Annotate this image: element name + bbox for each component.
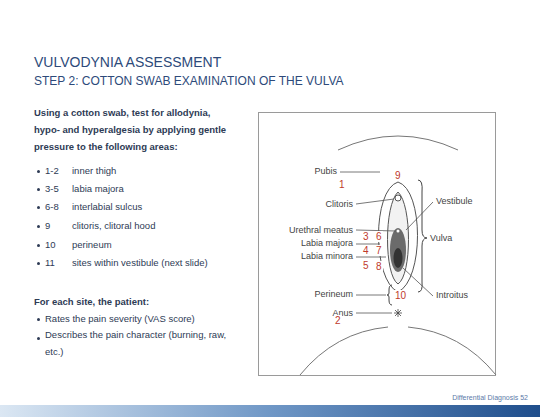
site-number: 3-5 xyxy=(45,183,59,195)
site-number: 9 xyxy=(45,220,50,232)
anatomy-label: Urethral meatus xyxy=(289,225,353,236)
callout-number: 10 xyxy=(394,290,407,301)
footer-bar xyxy=(0,405,540,417)
anatomy-label: Vulva xyxy=(430,233,452,244)
anatomy-label: Perineum xyxy=(314,289,353,300)
callout-number: 1 xyxy=(338,179,346,190)
bullet-dot xyxy=(37,337,40,340)
anatomy-label: Vestibule xyxy=(436,196,473,207)
footer-text: Differential Diagnosis 52 xyxy=(452,393,528,402)
callout-number: 4 xyxy=(362,245,370,256)
bullet-dot xyxy=(37,262,40,265)
bullet-dot xyxy=(37,188,40,191)
anus-mark xyxy=(394,309,402,317)
callout-number: 5 xyxy=(362,260,370,271)
anatomy-label: Labia minora xyxy=(301,251,353,262)
site-number: 11 xyxy=(45,257,55,269)
slide-subtitle: STEP 2: COTTON SWAB EXAMINATION OF THE V… xyxy=(34,74,344,88)
instruction-text: Using a cotton swab, test for allodynia,… xyxy=(34,104,234,155)
anatomy-label: Clitoris xyxy=(325,199,353,210)
bullet-dot xyxy=(37,170,40,173)
bullet-dot xyxy=(37,225,40,228)
callout-number: 2 xyxy=(334,315,342,326)
site-number: 10 xyxy=(45,239,56,251)
callout-number: 6 xyxy=(375,231,383,242)
bullet-text: Describes the pain character (burning, r… xyxy=(45,326,235,360)
callout-number: 7 xyxy=(375,245,383,256)
site-name: interlabial sulcus xyxy=(72,201,142,213)
site-name: perineum xyxy=(72,239,112,251)
bullet-dot xyxy=(37,244,40,247)
site-name: labia majora xyxy=(72,183,124,195)
bullet-dot xyxy=(37,206,40,209)
anatomy-label: Pubis xyxy=(314,166,337,177)
brace xyxy=(387,180,427,305)
callout-number: 3 xyxy=(362,231,370,242)
callout-number: 8 xyxy=(375,261,383,272)
site-name: inner thigh xyxy=(72,165,116,177)
instruction-text: For each site, the patient: xyxy=(34,293,149,310)
site-name: sites within vestibule (next slide) xyxy=(72,257,208,269)
leader-lines xyxy=(340,172,433,313)
anatomy-label: Introitus xyxy=(436,290,468,301)
body-outline xyxy=(300,136,496,375)
site-number: 1-2 xyxy=(45,165,59,177)
figure-frame xyxy=(259,113,496,376)
slide-title: VULVODYNIA ASSESSMENT xyxy=(34,54,221,70)
vulva-figure xyxy=(379,182,418,292)
site-name: clitoris, clitoral hood xyxy=(72,220,155,232)
site-number: 6-8 xyxy=(45,201,59,213)
anatomy-label: Labia majora xyxy=(301,238,353,249)
callout-number: 9 xyxy=(394,170,402,181)
bullet-text: Rates the pain severity (VAS score) xyxy=(45,313,195,325)
bullet-dot xyxy=(37,318,40,321)
